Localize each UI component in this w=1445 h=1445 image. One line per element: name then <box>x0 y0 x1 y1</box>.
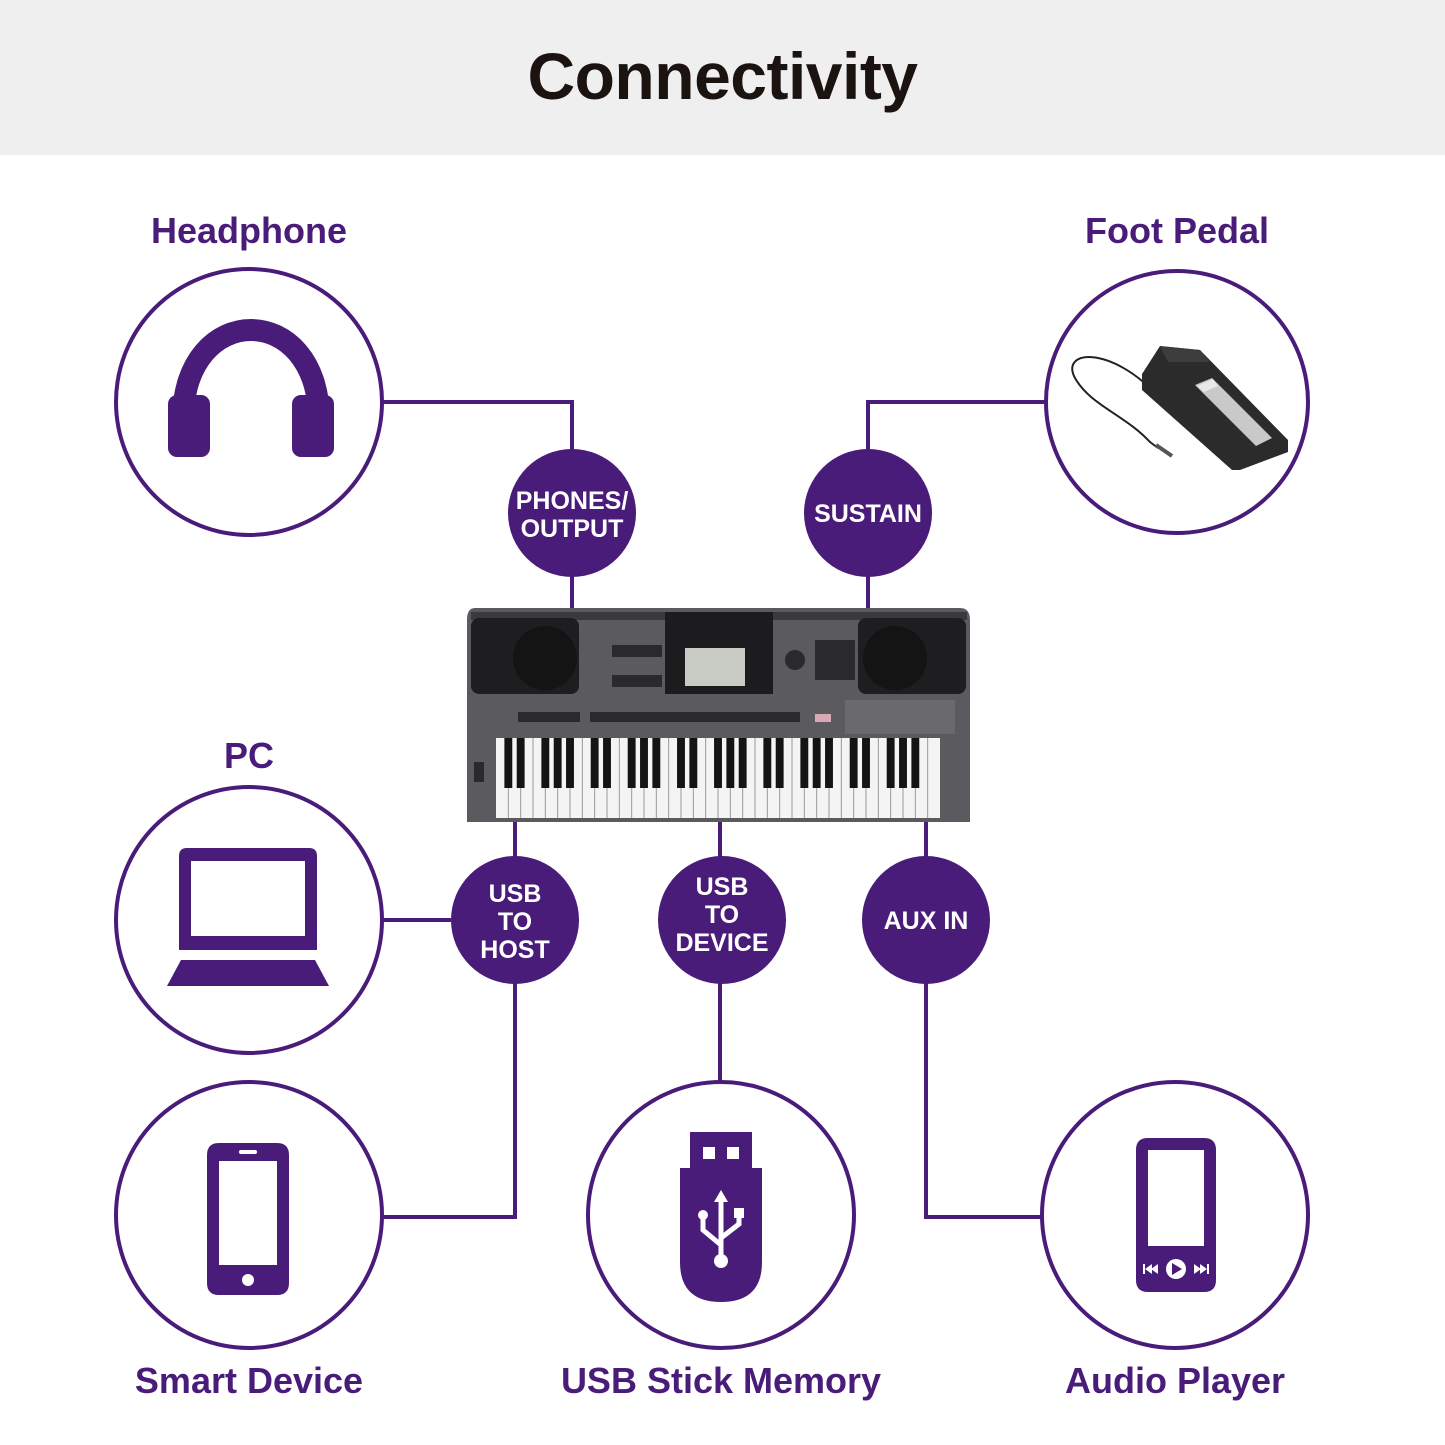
black-key <box>825 738 833 788</box>
black-key <box>775 738 784 788</box>
black-key <box>590 738 599 788</box>
line-usbhost-smart <box>382 982 517 1219</box>
black-key <box>640 738 648 788</box>
laptop-icon <box>167 848 329 986</box>
black-key <box>714 738 722 788</box>
black-key <box>800 738 809 788</box>
port-aux-in-label: AUX IN <box>883 907 969 935</box>
keyboard-image <box>467 608 970 822</box>
port-aux-in-circle <box>862 856 990 984</box>
usb-stick-icon <box>680 1132 762 1302</box>
port-phones-circle <box>508 449 636 577</box>
smart-device-circle <box>114 1080 384 1350</box>
black-key <box>726 738 735 788</box>
black-key <box>553 738 562 788</box>
black-key <box>862 738 870 788</box>
line-auxin-player <box>924 982 1044 1219</box>
black-key <box>689 738 698 788</box>
black-key <box>541 738 550 788</box>
header-bar: Connectivity <box>0 0 1445 155</box>
black-key <box>849 738 858 788</box>
port-sustain-circle <box>804 449 932 577</box>
usb-stick-label: USB Stick Memory <box>560 1360 882 1401</box>
audio-player-label: Audio Player <box>1064 1360 1286 1401</box>
black-key <box>886 738 895 788</box>
black-key <box>911 738 920 788</box>
black-key <box>738 738 747 788</box>
foot-pedal-label: Foot Pedal <box>1084 210 1269 251</box>
port-usb-device-circle <box>658 856 786 984</box>
black-key <box>504 738 513 788</box>
port-phones-label: PHONES/ OUTPUT <box>515 487 629 543</box>
black-key <box>652 738 661 788</box>
port-usb-host-label: USB TO HOST <box>480 880 550 964</box>
line-headphone-phones <box>382 400 574 452</box>
black-key <box>566 738 574 788</box>
headphone-circle <box>114 267 384 537</box>
connector-lines <box>382 400 1046 1219</box>
black-key <box>516 738 525 788</box>
port-usb-device-label: USB TO DEVICE <box>675 873 769 957</box>
smartphone-icon <box>207 1143 289 1295</box>
headphones-icon <box>168 319 334 457</box>
black-key <box>763 738 772 788</box>
black-key <box>627 738 636 788</box>
black-key <box>603 738 611 788</box>
audio-player-icon <box>1136 1138 1216 1292</box>
pc-label: PC <box>223 735 274 776</box>
black-key <box>899 738 907 788</box>
page-title: Connectivity <box>527 39 918 113</box>
black-key <box>677 738 685 788</box>
headphone-label: Headphone <box>150 210 347 251</box>
pc-circle <box>114 785 384 1055</box>
port-usb-host-circle <box>451 856 579 984</box>
port-sustain-label: SUSTAIN <box>814 500 922 528</box>
sustain-pedal-image <box>1071 346 1288 470</box>
black-key <box>812 738 821 788</box>
line-pedal-sustain <box>866 400 1046 452</box>
smart-device-label: Smart Device <box>134 1360 364 1401</box>
